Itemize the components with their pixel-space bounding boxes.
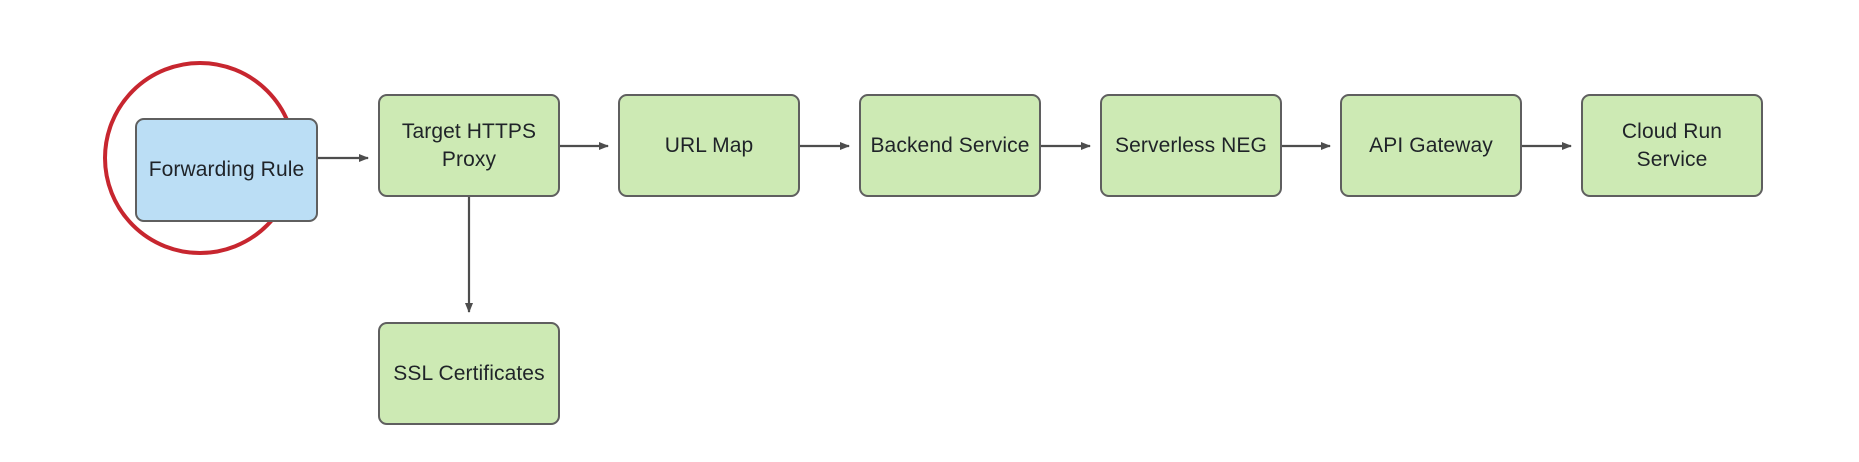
node-forwarding-rule-label: Forwarding Rule <box>148 158 305 182</box>
node-url-map[interactable]: URL Map <box>618 94 800 197</box>
node-cloud-run-service[interactable]: Cloud Run Service <box>1581 94 1763 197</box>
node-serverless-neg-label: Serverless NEG <box>1115 133 1267 157</box>
node-url-map-label: URL Map <box>664 133 754 157</box>
node-target-https-proxy[interactable]: Target HTTPS Proxy <box>378 94 560 197</box>
node-backend-service-label: Backend Service <box>870 133 1030 157</box>
node-cloud-run-service-label: Cloud Run Service <box>1621 120 1723 171</box>
node-api-gateway-label: API Gateway <box>1369 133 1493 157</box>
node-ssl-certificates[interactable]: SSL Certificates <box>378 322 560 425</box>
node-forwarding-rule[interactable]: Forwarding Rule <box>135 118 318 222</box>
node-target-https-proxy-label: Target HTTPS Proxy <box>401 120 537 171</box>
node-serverless-neg[interactable]: Serverless NEG <box>1100 94 1282 197</box>
node-ssl-certificates-label: SSL Certificates <box>393 361 545 385</box>
node-backend-service[interactable]: Backend Service <box>859 94 1041 197</box>
node-api-gateway[interactable]: API Gateway <box>1340 94 1522 197</box>
